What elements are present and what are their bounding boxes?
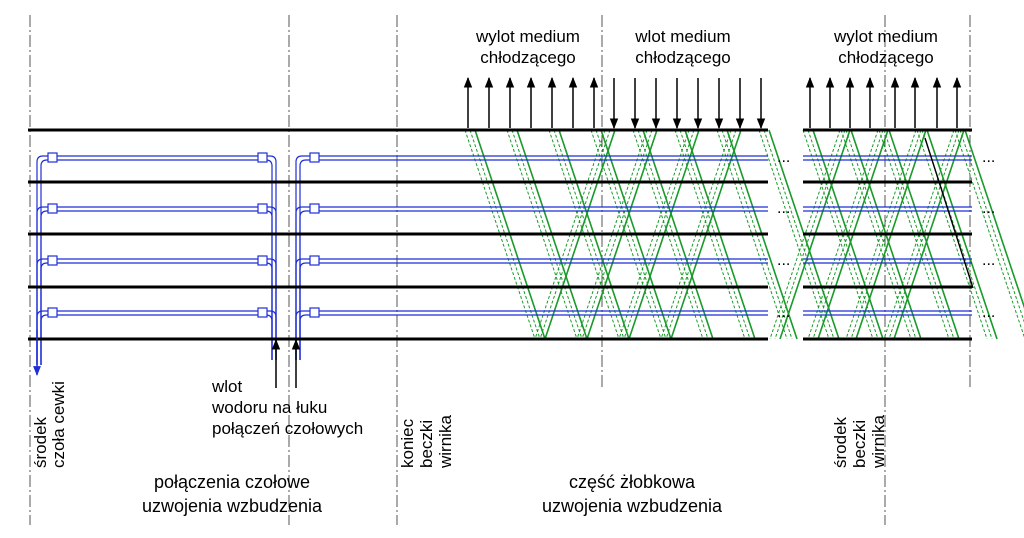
label-outlet-right-1: wylot medium bbox=[833, 27, 938, 46]
diagonal-line bbox=[924, 137, 974, 289]
label-barrel-center-2: beczki bbox=[850, 420, 869, 468]
channel-box-2-a bbox=[47, 203, 58, 214]
ellipsis-5: ... bbox=[982, 149, 995, 166]
label-barrel-center-3: wirnika bbox=[869, 415, 888, 469]
centerlines bbox=[29, 15, 971, 525]
duct-fwd-8-b bbox=[763, 129, 835, 340]
channel-slot-1 bbox=[295, 155, 768, 360]
ellipsis-4: ... bbox=[777, 304, 790, 321]
label-end-connections-2: uzwojenia wzbudzenia bbox=[142, 496, 323, 516]
conductor-bars bbox=[28, 128, 972, 341]
channel-loop-inner-3 bbox=[40, 262, 273, 365]
ellipsis-6: ... bbox=[982, 200, 995, 217]
ellipsis-group: ... ... ... ... ... ... ... ... bbox=[777, 149, 995, 321]
label-inlet-mid-1: wlot medium bbox=[634, 27, 730, 46]
flow-arrows bbox=[33, 76, 962, 388]
channel-slot-2 bbox=[295, 206, 768, 360]
label-barrel-end-3: wirnika bbox=[436, 415, 455, 469]
channel-loop-inner-1 bbox=[40, 159, 273, 365]
channel-slot-4 bbox=[295, 310, 768, 360]
duct-rfwd-5-c bbox=[964, 129, 1024, 309]
channel-loop-inner-4 bbox=[40, 314, 273, 365]
channel-slot-inner-3 bbox=[299, 262, 768, 360]
channel-loop-1 bbox=[36, 155, 277, 365]
channel-box-3-a bbox=[47, 255, 58, 266]
cooling-channels bbox=[36, 152, 972, 365]
label-inlet-mid-2: chłodzącego bbox=[635, 48, 730, 67]
label-slot-part-1: część żłobkowa bbox=[569, 472, 696, 492]
channel-loop-3 bbox=[36, 258, 277, 365]
channel-loop-4 bbox=[36, 310, 277, 365]
ellipsis-2: ... bbox=[777, 200, 790, 217]
channel-slot-inner-1 bbox=[299, 159, 768, 360]
channel-box-1-b bbox=[257, 152, 268, 163]
channel-box-2-b bbox=[257, 203, 268, 214]
ellipsis-8: ... bbox=[982, 304, 995, 321]
channel-box-1-c bbox=[309, 152, 320, 163]
ellipsis-1: ... bbox=[777, 149, 790, 166]
channel-box-4-a bbox=[47, 307, 58, 318]
label-hydrogen-3: połączeń czołowych bbox=[212, 419, 363, 438]
label-outlet-left-2: chłodzącego bbox=[480, 48, 575, 67]
label-hydrogen-1: wlot bbox=[211, 377, 243, 396]
label-barrel-center-1: środek bbox=[831, 416, 850, 468]
channel-box-3-b bbox=[257, 255, 268, 266]
duct-rfwd-5-b bbox=[959, 129, 1024, 323]
label-end-connections-1: połączenia czołowe bbox=[154, 472, 310, 492]
ellipsis-7: ... bbox=[982, 252, 995, 269]
label-coil-center-1: środek bbox=[31, 416, 50, 468]
channel-box-4-c bbox=[309, 307, 320, 318]
channel-loop-inner-2 bbox=[40, 210, 273, 365]
channel-loop-2 bbox=[36, 206, 277, 365]
channel-box-2-c bbox=[309, 203, 320, 214]
ellipsis-3: ... bbox=[777, 252, 790, 269]
label-coil-center-2: czoła cewki bbox=[49, 381, 68, 468]
label-barrel-end-2: beczki bbox=[417, 420, 436, 468]
channel-box-4-b bbox=[257, 307, 268, 318]
label-hydrogen-2: wodoru na łuku bbox=[211, 398, 327, 417]
channel-box-3-c bbox=[309, 255, 320, 266]
channel-slot-3 bbox=[295, 258, 768, 360]
duct-rfwd-5-a bbox=[954, 129, 1024, 338]
duct-fwd-8-a bbox=[758, 129, 830, 340]
label-outlet-right-2: chłodzącego bbox=[838, 48, 933, 67]
channel-slot-inner-4 bbox=[299, 314, 768, 360]
channel-box-1-a bbox=[47, 152, 58, 163]
label-slot-part-2: uzwojenia wzbudzenia bbox=[542, 496, 723, 516]
channel-slot-inner-2 bbox=[299, 210, 768, 360]
label-barrel-end-1: koniec bbox=[398, 418, 417, 468]
label-outlet-left-1: wylot medium bbox=[475, 27, 580, 46]
